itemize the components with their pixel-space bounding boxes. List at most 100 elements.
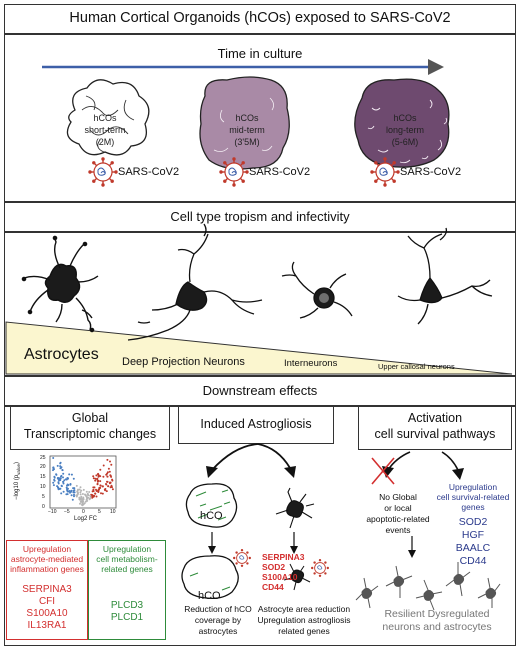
volcano-point <box>98 488 100 491</box>
volcano-point <box>67 484 70 486</box>
volcano-point <box>99 480 102 483</box>
virus-label-3: SARS-CoV2 <box>400 166 462 178</box>
downstream-title: Downstream effects <box>202 383 318 398</box>
hco-bottom-label: hCO <box>198 590 221 602</box>
label-deep-projection: Deep Projection Neurons <box>122 356 245 368</box>
volcano-ytick: 5 <box>42 494 45 500</box>
volcano-point <box>84 494 87 497</box>
volcano-point <box>65 478 68 481</box>
gene-label: PLCD3 <box>110 600 144 611</box>
inflammation-genes-title: Upregulation astrocyte-mediated inflamma… <box>10 544 84 574</box>
infectivity-wedge <box>5 321 513 375</box>
header-title: Human Cortical Organoids (hCOs) exposed … <box>69 10 451 26</box>
volcano-point <box>67 487 69 490</box>
volcano-point <box>55 473 58 476</box>
volcano-point <box>99 468 102 471</box>
astrocyte-cell <box>21 235 99 333</box>
volcano-point <box>106 471 109 474</box>
volcano-point <box>72 477 75 480</box>
gene-label: PLCD1 <box>110 612 144 623</box>
organoid-2-label: hCOs mid-term (3'5M) <box>229 113 265 147</box>
volcano-point <box>69 491 71 494</box>
tropism-title: Cell type tropism and infectivity <box>170 209 350 224</box>
survival-right-text: Upregulation cell survival-related genes <box>436 482 510 512</box>
gene-label: S100A10 <box>26 608 68 619</box>
volcano-ytick: 25 <box>40 455 46 461</box>
metabolism-genes-box <box>88 540 166 640</box>
gene-label: SERPINA3 <box>22 584 72 595</box>
volcano-xtick: 10 <box>110 509 116 515</box>
gene-label: S100A10 <box>262 572 298 582</box>
volcano-point <box>89 494 92 497</box>
metabolism-gene-list: PLCD3 PLCD1 <box>88 600 166 624</box>
astrogliosis-left-caption: Reduction of hCO coverage by astrocytes <box>184 604 252 636</box>
volcano-point <box>82 498 85 501</box>
volcano-point <box>106 480 109 483</box>
global-title: Global Transcriptomic changes <box>23 411 157 441</box>
volcano-point <box>77 488 79 491</box>
interneuron <box>281 261 353 319</box>
volcano-point <box>73 489 76 492</box>
volcano-point <box>99 486 102 489</box>
gene-label: CD44 <box>459 555 487 567</box>
volcano-point <box>107 485 110 488</box>
volcano-point <box>52 467 55 470</box>
volcano-ytick: 15 <box>40 474 46 480</box>
volcano-point <box>57 488 60 491</box>
volcano-point <box>61 469 64 472</box>
volcano-point <box>96 477 99 480</box>
gene-label: SERPINA3 <box>262 552 305 562</box>
volcano-point <box>111 479 114 482</box>
volcano-point <box>101 485 104 488</box>
organoid-short-term <box>66 79 150 156</box>
volcano-point <box>111 488 114 491</box>
volcano-ytick: 20 <box>40 464 46 470</box>
label-interneurons: Interneurons <box>284 358 338 369</box>
volcano-point <box>100 492 102 495</box>
volcano-point <box>95 490 98 492</box>
volcano-point <box>59 461 62 464</box>
inflammation-genes-box <box>6 540 88 640</box>
volcano-point <box>94 477 97 480</box>
volcano-point <box>53 479 56 482</box>
volcano-point <box>82 488 85 491</box>
organoid-1-label: hCOs short-term (2M) <box>84 113 126 147</box>
volcano-xtick: −5 <box>64 509 70 515</box>
label-astrocytes: Astrocytes <box>24 346 99 363</box>
volcano-point <box>70 489 73 492</box>
survival-gene-list: SOD2 HGF BAALC CD44 <box>428 516 518 568</box>
volcano-point <box>80 495 83 498</box>
volcano-point <box>75 484 78 487</box>
volcano-point <box>106 475 109 478</box>
volcano-point <box>105 490 108 493</box>
volcano-point <box>63 479 66 482</box>
survival-left-text: No Global or local apoptotic-related eve… <box>366 492 430 535</box>
volcano-point <box>94 479 97 482</box>
tropism-header-box <box>4 202 516 232</box>
organoid-mid-term <box>199 76 290 170</box>
volcano-point <box>66 493 69 496</box>
volcano-point <box>102 475 105 478</box>
volcano-point <box>85 490 88 493</box>
volcano-xtick: −10 <box>48 509 57 515</box>
astrogliosis-art <box>181 443 329 600</box>
volcano-point <box>107 467 110 470</box>
label-upper-callosal: Upper callosal neurons <box>378 362 455 371</box>
volcano-point <box>101 492 104 495</box>
time-panel-title: Time in culture <box>217 46 303 61</box>
deep-projection-neuron <box>127 223 263 341</box>
volcano-point <box>96 482 99 485</box>
astrogliosis-gene-list: SERPINA3 SOD2 S100A10 CD44 <box>262 552 305 592</box>
volcano-point <box>56 464 59 467</box>
volcano-point <box>79 500 82 503</box>
volcano-point <box>97 490 100 493</box>
volcano-point <box>62 480 65 483</box>
volcano-point <box>93 494 96 497</box>
gene-label: IL13RA1 <box>27 620 67 631</box>
volcano-xlabel: Log2 FC <box>74 516 98 522</box>
volcano-point <box>97 474 100 477</box>
volcano-point <box>58 479 61 482</box>
volcano-point <box>73 487 76 490</box>
hco-top-label: hCO <box>200 510 223 522</box>
time-arrow <box>42 59 444 75</box>
